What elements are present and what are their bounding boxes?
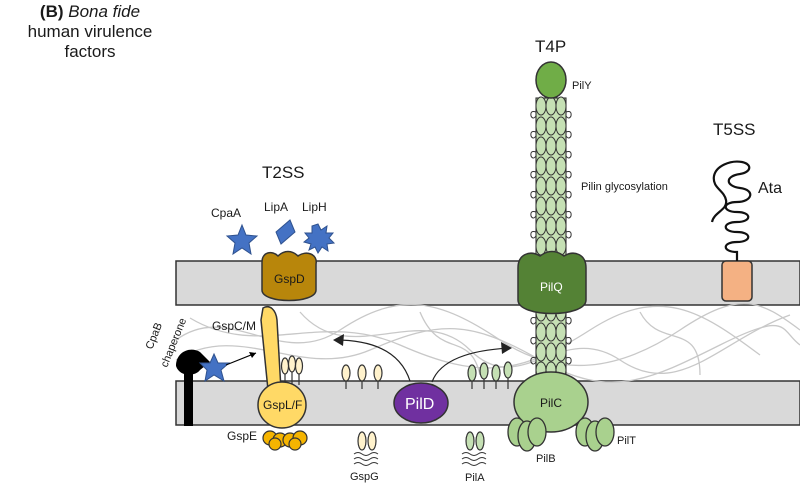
gspg-pseudopilins — [353, 431, 379, 466]
cpab-chaperone-body — [176, 349, 210, 375]
panel-title-line2: human virulence — [27, 22, 153, 41]
effector-liph-label: LipH — [302, 200, 327, 214]
pild-label: PilD — [405, 396, 434, 413]
chaperone-label-line1: CpaB — [144, 321, 165, 351]
ata-adhesin-coil — [710, 160, 752, 261]
inner-membrane-pseudopilins — [341, 364, 383, 389]
pily-tip — [535, 61, 567, 99]
gspcm-label: GspC/M — [212, 319, 256, 333]
panel-title-italic: Bona fide — [68, 2, 141, 21]
pilc-platform — [513, 371, 589, 433]
ata-anchor-domain — [721, 260, 753, 302]
gsplf-complex — [257, 381, 307, 429]
pila-label: PilA — [465, 472, 485, 484]
pilt-atpase — [575, 417, 615, 452]
gsplf-label: GspL/F — [263, 398, 302, 412]
pilb-atpase — [507, 417, 547, 452]
cpab-anchor — [184, 370, 193, 426]
panel-title-line3: factors — [64, 42, 116, 61]
pila-pilins — [461, 431, 487, 466]
ata-label: Ata — [758, 180, 782, 197]
pilq-label: PilQ — [540, 280, 563, 294]
pild-arrow-right — [431, 347, 511, 383]
gspd-secretin — [261, 250, 317, 302]
pild-arrow-left — [334, 339, 411, 382]
pilin-glycosylation-marks — [530, 111, 572, 365]
pild-arrowhead-right — [501, 342, 512, 354]
liph-burst-icon — [302, 223, 336, 254]
lipa-diamond-icon — [275, 219, 296, 245]
t2ss-label: T2SS — [262, 163, 305, 182]
pild-arrowhead-left — [333, 334, 344, 346]
chaperone-arrowhead — [249, 352, 256, 358]
t4p-label: T4P — [535, 37, 566, 56]
t5ss-label: T5SS — [713, 120, 756, 139]
pily-label: PilY — [572, 80, 592, 92]
effector-cpaa-label: CpaA — [211, 206, 241, 220]
gspe-label: GspE — [227, 429, 257, 443]
pild-peptidase — [393, 382, 449, 424]
pilq-secretin — [517, 250, 587, 315]
glycosylation-label: Pilin glycosylation — [581, 181, 668, 193]
gspd-label: GspD — [274, 272, 305, 286]
panel-title: (B) Bona fide human virulence factors — [0, 2, 180, 62]
gspe-atpase — [262, 430, 308, 451]
cpaa-star-icon — [225, 223, 259, 256]
gspg-label: GspG — [350, 471, 379, 483]
effector-lipa-label: LipA — [264, 200, 288, 214]
t2ss-pseudopili — [280, 355, 304, 385]
panel-label: (B) — [39, 2, 64, 21]
cpaa-bound-star-icon — [198, 352, 231, 383]
pilt-label: PilT — [617, 435, 636, 447]
inner-membrane-pilins — [467, 361, 513, 389]
t4p-pilin-subunits — [535, 96, 567, 379]
pilb-label: PilB — [536, 453, 556, 465]
pilc-label: PilC — [540, 396, 562, 410]
